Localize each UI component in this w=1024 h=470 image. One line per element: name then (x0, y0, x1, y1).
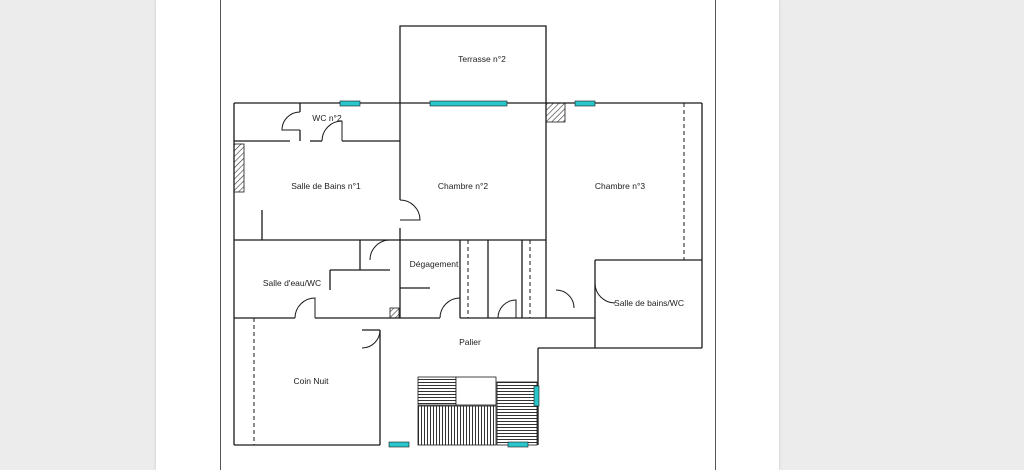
room-label-coin-nuit: Coin Nuit (294, 376, 330, 386)
room-label-wc2: WC n°2 (312, 113, 342, 123)
room-label-chambre2: Chambre n°2 (438, 181, 488, 191)
room-label-sdb-wc: Salle de bains/WC (614, 298, 684, 308)
walls (233, 25, 703, 446)
room-label-palier: Palier (459, 337, 481, 347)
room-label-terrasse: Terrasse n°2 (458, 54, 506, 64)
window (339, 100, 361, 107)
window (533, 385, 540, 407)
terrasse-wall (399, 25, 547, 103)
window (429, 100, 508, 107)
hatched-ducts (233, 102, 566, 319)
room-label-degagement: Dégagement (410, 259, 459, 269)
room-label-salle-eau: Salle d'eau/WC (263, 278, 321, 288)
window (574, 100, 596, 107)
door-swings (281, 111, 616, 349)
window (507, 441, 529, 448)
window (388, 441, 410, 448)
room-label-sdb1: Salle de Bains n°1 (291, 181, 361, 191)
page-frame-right (715, 0, 716, 470)
page-frame-left (220, 0, 221, 470)
windows (339, 100, 596, 448)
room-label-chambre3: Chambre n°3 (595, 181, 645, 191)
staircase (417, 376, 538, 446)
